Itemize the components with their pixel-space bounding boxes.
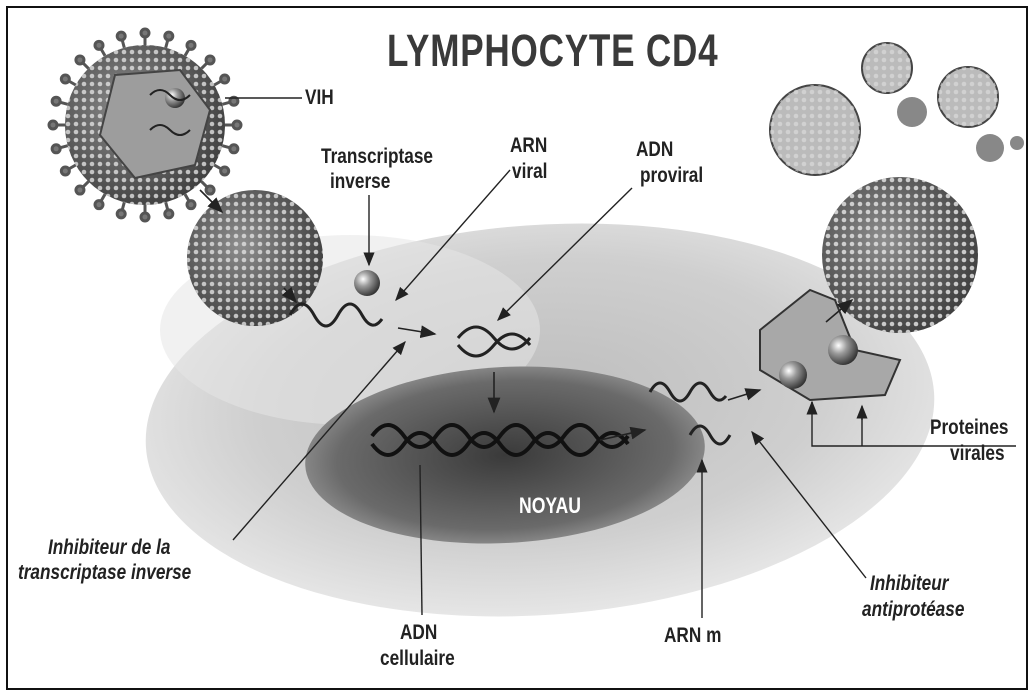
label-inhibiteur-ap-line2: antiprotéase (862, 598, 964, 622)
label-inhibiteur-ti-line2: transcriptase inverse (18, 561, 191, 585)
label-inhibiteur-ti-line1: Inhibiteur de la (48, 536, 170, 560)
virus-spike-knob (49, 121, 57, 129)
virus-spike-knob (95, 41, 103, 49)
label-proteines-line2: virales (950, 442, 1005, 466)
virus-spike-knob (76, 56, 84, 64)
virus-spike-knob (206, 186, 214, 194)
virus-spike-knob (221, 75, 229, 83)
virus-spike-knob (165, 210, 173, 218)
virus-spike-knob (61, 167, 69, 175)
virus-spike-knob (52, 145, 60, 153)
virus-spike-knob (230, 145, 238, 153)
budding-virus-large (822, 177, 978, 333)
virus-spike-knob (141, 213, 149, 221)
virus-spike-knob (61, 75, 69, 83)
label-arn-viral-line1: ARN (510, 134, 547, 158)
virus-spike-knob (141, 29, 149, 37)
virus-spike-knob (95, 201, 103, 209)
label-proteines-line1: Proteines (930, 416, 1008, 440)
virus-spike-knob (206, 56, 214, 64)
label-adn-cellulaire-line1: ADN (400, 621, 437, 645)
virus-spike-knob (76, 186, 84, 194)
virus-spike-knob (117, 32, 125, 40)
label-noyau: NOYAU (519, 493, 581, 519)
reverse-transcriptase-molecule (354, 270, 380, 296)
virus-spike-knob (52, 97, 60, 105)
fusing-virus (187, 190, 323, 326)
virus-spike-knob (221, 167, 229, 175)
label-arn-m: ARN m (664, 624, 721, 648)
label-adn-cellulaire-line2: cellulaire (380, 647, 455, 671)
diagram-title: LYMPHOCYTE CD4 (387, 26, 718, 76)
virus-spike-knob (117, 210, 125, 218)
label-vih: VIH (305, 86, 334, 110)
label-inhibiteur-ap-line1: Inhibiteur (870, 572, 948, 596)
new-virions (770, 43, 1024, 175)
virus-spike-knob (165, 32, 173, 40)
label-transcriptase-line2: inverse (330, 170, 390, 194)
label-transcriptase-line1: Transcriptase (321, 145, 433, 169)
virus-spike-knob (187, 201, 195, 209)
virus-spike-knob (187, 41, 195, 49)
label-adn-proviral-line1: ADN (636, 138, 673, 162)
label-arn-viral-line2: viral (512, 160, 547, 184)
virus-spike-knob (233, 121, 241, 129)
free-virus-vih (49, 29, 241, 221)
label-adn-proviral-line2: proviral (640, 164, 703, 188)
